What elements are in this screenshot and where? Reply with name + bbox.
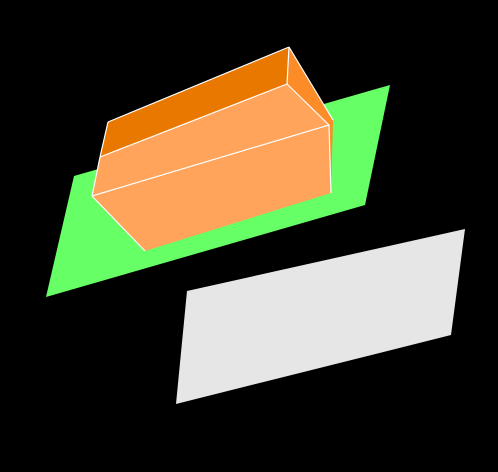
box-edge [286,83,330,126]
white-plane [176,229,465,404]
box-edges [91,46,334,252]
box-edge [99,83,288,158]
orange-box [91,46,334,252]
box-edge [91,156,101,197]
box-edge [107,46,290,123]
box-edge [91,124,330,197]
box-right-face [287,47,333,193]
box-edge [328,124,332,194]
box-top-face [100,47,333,157]
box-front-face [92,84,331,251]
box-edge [99,121,109,158]
box-edge [286,46,290,85]
box-edge [288,46,334,121]
box-edge [91,195,146,252]
